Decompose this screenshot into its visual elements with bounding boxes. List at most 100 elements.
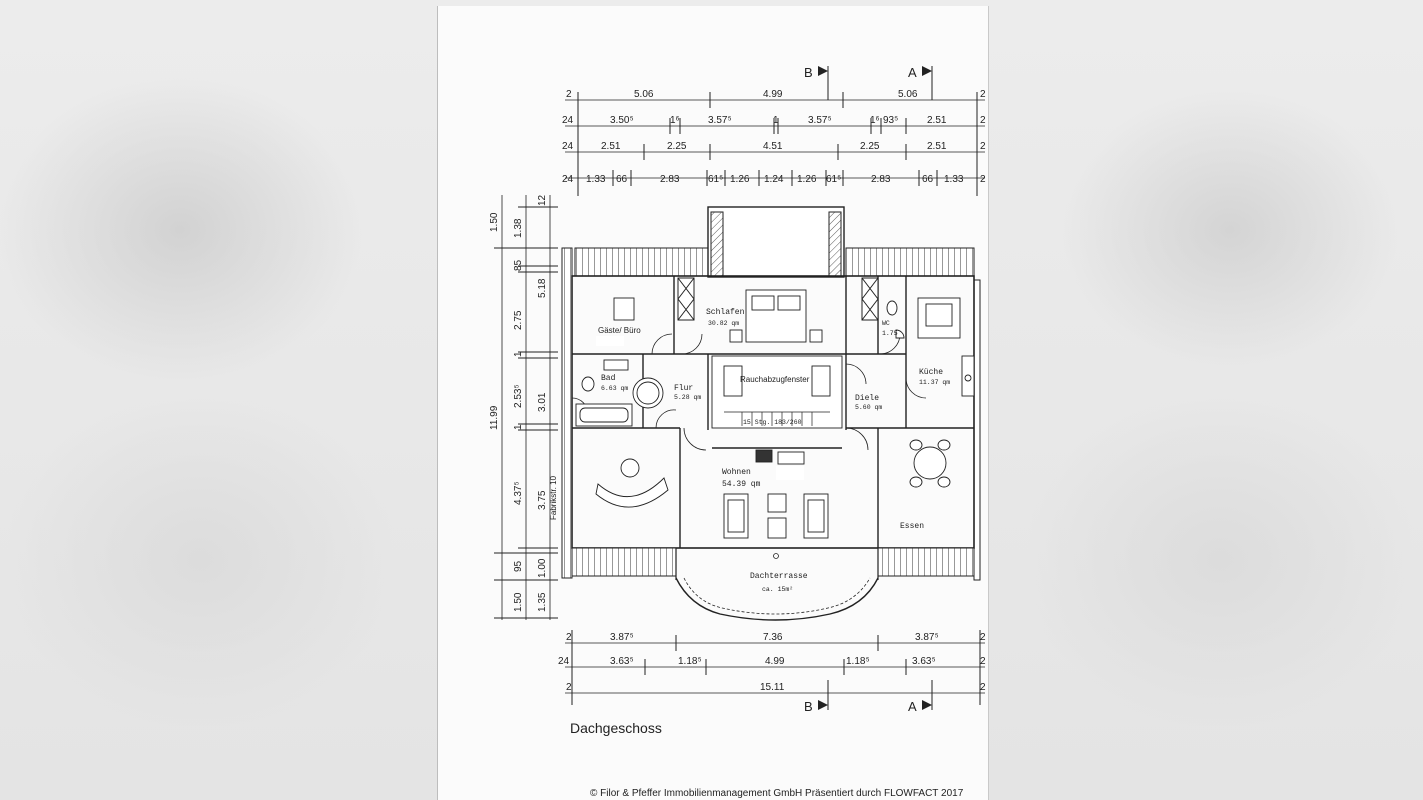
room-area-flur: 5.28 qm — [674, 394, 701, 401]
room-name-flur: Flur — [674, 384, 693, 393]
svg-text:B: B — [804, 65, 813, 80]
building-walls — [561, 206, 981, 581]
dim-text: 1.35 — [537, 592, 548, 612]
svg-text:A: A — [908, 65, 917, 80]
dim-text: 12 — [537, 194, 548, 206]
stair-label: 15 Stg. 183/260 — [743, 419, 802, 426]
dim-text: 2 — [980, 115, 986, 126]
room-area-dachterrasse: ca. 15m² — [762, 586, 793, 593]
dim-text: 2.83 — [660, 174, 680, 185]
dim-text: 1.50 — [513, 592, 524, 612]
room-name-wohnen: Wohnen — [722, 468, 751, 477]
dim-text: 24 — [558, 656, 570, 667]
room-name-diele: Diele — [855, 394, 879, 403]
dim-text: 66 — [616, 174, 628, 185]
dim-text: 3.57⁵ — [808, 115, 832, 126]
dim-text: 1 — [773, 115, 779, 126]
dim-text: 3.50⁵ — [610, 115, 634, 126]
dim-text: 11.99 — [489, 405, 500, 430]
room-name-dachterrasse: Dachterrasse — [750, 572, 808, 581]
dim-text: 5.06 — [898, 89, 918, 100]
dim-text: 15.11 — [760, 682, 785, 693]
left-dimension-text: 1.50 5.18 11.99 95 1.50 12 1.38 85 2.75 … — [489, 194, 548, 612]
section-mark-a-bottom: A — [908, 680, 933, 714]
dim-text: 1.33 — [586, 174, 606, 185]
dim-text: 2 — [980, 656, 986, 667]
dachterrasse-bay — [675, 548, 879, 621]
dim-text: 3.75 — [537, 490, 548, 510]
room-name-essen: Essen — [900, 522, 924, 531]
dim-text: 24 — [562, 115, 574, 126]
top-dimension-text: 2 5.06 4.99 5.06 2 24 3.50⁵ 1⁶ 3.57⁵ 1 3… — [562, 89, 986, 185]
dim-text: 2 — [566, 89, 572, 100]
dim-text: 24 — [562, 174, 574, 185]
room-name-gaeste: Gäste/ Büro — [598, 326, 641, 335]
section-mark-a-top: A — [908, 65, 933, 100]
room-name-kueche: Küche — [919, 368, 943, 377]
dim-text: 1.33 — [944, 174, 964, 185]
dim-text: 2 — [980, 174, 986, 185]
dim-text: 1.18⁵ — [846, 656, 870, 667]
dim-text: 1.18⁵ — [678, 656, 702, 667]
plan-title: Dachgeschoss — [570, 720, 662, 736]
dim-text: 4.99 — [765, 656, 785, 667]
street-label: Fabrikstr. 10 — [549, 475, 558, 520]
dim-text: 2.53⁵ — [513, 384, 524, 408]
dim-text: 3.63⁵ — [912, 656, 936, 667]
dim-text: 2.75 — [513, 310, 524, 330]
dim-text: 3.63⁵ — [610, 656, 634, 667]
room-area-wohnen: 54.39 qm — [722, 480, 761, 489]
dim-text: 3.57⁵ — [708, 115, 732, 126]
dim-text: 1.24 — [764, 174, 784, 185]
dim-text: 1.00 — [537, 558, 548, 578]
dim-text: 4.37⁵ — [513, 481, 524, 505]
dim-text: 3.87⁵ — [610, 632, 634, 643]
dim-text: 61⁵ — [708, 174, 723, 185]
dim-text: 61⁵ — [826, 174, 841, 185]
dim-text: 4.51 — [763, 141, 783, 152]
dim-text: 5.18 — [537, 278, 548, 298]
svg-text:A: A — [908, 699, 917, 714]
room-name-schlafen: Schlafen — [706, 308, 745, 317]
dim-text: 1 — [513, 351, 524, 357]
dim-text: 2 — [980, 89, 986, 100]
rauchabzug-label: Rauchabzugfenster — [740, 375, 810, 384]
dim-text: 2.25 — [860, 141, 880, 152]
dim-text: 5.06 — [634, 89, 654, 100]
dim-text: 1.26 — [797, 174, 817, 185]
furniture — [575, 289, 975, 539]
dim-text: 1⁶ — [670, 115, 680, 126]
dim-text: 2.51 — [601, 141, 621, 152]
room-area-kueche: 11.37 qm — [919, 379, 950, 386]
copyright-text: © Filor & Pfeffer Immobilienmanagement G… — [590, 788, 964, 799]
dim-text: 1 — [513, 424, 524, 430]
dim-text: 2 — [980, 141, 986, 152]
dim-text: 1.50 — [489, 212, 500, 232]
bottom-dimension-text: 2 3.87⁵ 7.36 3.87⁵ 2 24 3.63⁵ 1.18⁵ 4.99… — [558, 632, 986, 693]
dim-text: 66 — [922, 174, 934, 185]
dim-text: 85 — [513, 259, 524, 271]
dim-text: 2 — [980, 632, 986, 643]
dim-text: 3.87⁵ — [915, 632, 939, 643]
dim-text: 1.38 — [513, 218, 524, 238]
svg-text:B: B — [804, 699, 813, 714]
dim-text: 2 — [566, 632, 572, 643]
room-area-schlafen: 30.82 qm — [708, 320, 739, 327]
room-labels: Gäste/ Büro Schlafen 30.82 qm WC 1.75 Ba… — [596, 308, 950, 593]
room-area-bad: 6.63 qm — [601, 385, 628, 392]
room-name-bad: Bad — [601, 374, 616, 383]
room-name-wc: WC — [882, 320, 890, 327]
dim-text: 2 — [566, 682, 572, 693]
dim-text: 2.51 — [927, 141, 947, 152]
left-dimension-chains — [494, 195, 558, 620]
dim-text: 93⁵ — [883, 115, 898, 126]
top-dimension-chains — [565, 92, 985, 196]
dim-text: 2.83 — [871, 174, 891, 185]
dim-text: 1⁶ — [870, 115, 880, 126]
dim-text: 24 — [562, 141, 574, 152]
bottom-dimension-chains — [565, 630, 985, 705]
section-mark-b-top: B — [804, 65, 829, 100]
section-mark-b-bottom: B — [804, 680, 829, 714]
room-area-wc: 1.75 — [882, 330, 898, 337]
dim-text: 7.36 — [763, 632, 783, 643]
